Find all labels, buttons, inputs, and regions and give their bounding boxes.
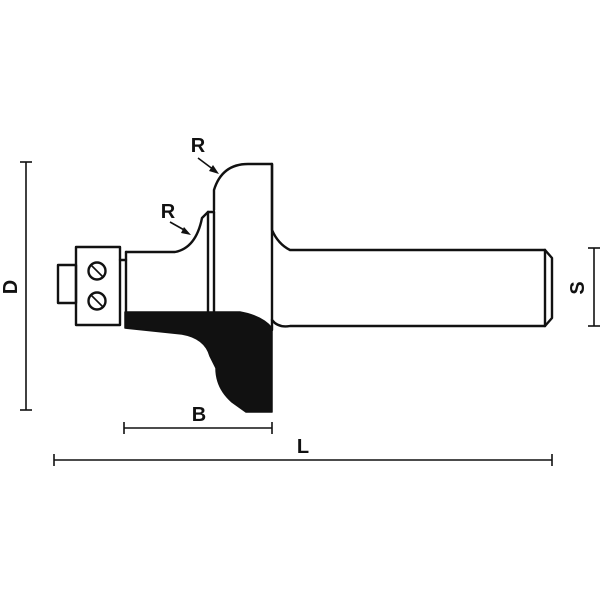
radius-lower-label: R	[161, 201, 176, 223]
carbide-cutting-edge	[124, 311, 273, 413]
dimension-l-label: L	[297, 436, 309, 458]
radius-top-label: R	[191, 135, 206, 157]
cutter-body	[118, 162, 554, 332]
bearing	[56, 245, 122, 327]
radius-top-annotation: R	[191, 135, 219, 174]
dimension-d-label: D	[0, 280, 22, 294]
dimension-d: D	[0, 161, 32, 411]
dimension-l: L	[53, 436, 553, 466]
dimension-b-label: B	[192, 404, 206, 426]
radius-lower-annotation: R	[161, 201, 191, 235]
dimension-s-label: S	[567, 281, 589, 294]
dimension-s: S	[567, 247, 600, 327]
dimension-b: B	[123, 404, 273, 434]
